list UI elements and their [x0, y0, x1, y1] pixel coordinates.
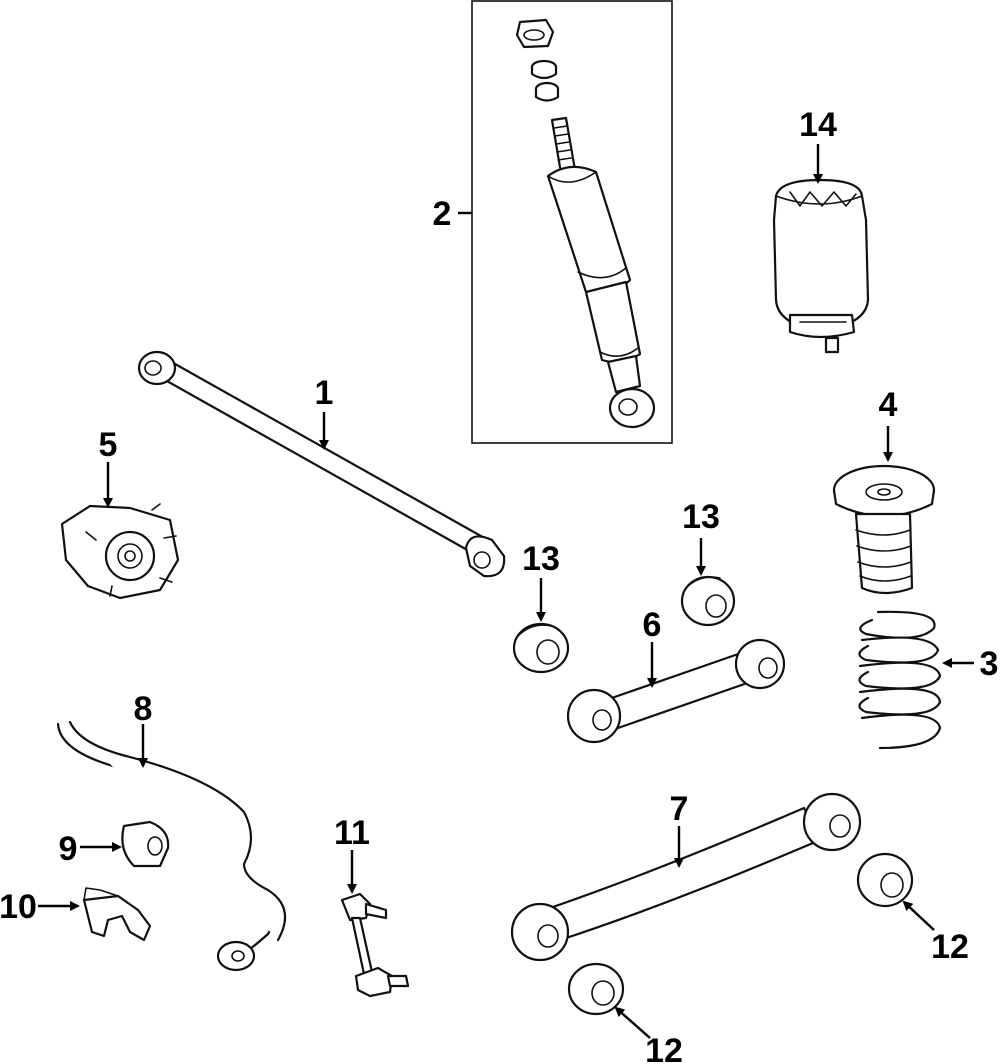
- callout-labels: 1 2 3 4 5 6 7 8 9 10 11 12 12 13 13 14: [0, 106, 998, 1064]
- upper-control-arm-part: [566, 638, 786, 744]
- callout-5: 5: [99, 426, 118, 464]
- callout-13: 13: [522, 540, 560, 578]
- stabilizer-bushing-part: [121, 820, 170, 868]
- callout-6: 6: [643, 606, 662, 644]
- spring-seat-bump-stop-part: [832, 464, 936, 595]
- air-spring-part: [772, 178, 870, 354]
- callout-3: 3: [980, 645, 999, 683]
- lower-control-arm-part: [510, 792, 862, 962]
- callout-4: 4: [879, 386, 898, 424]
- callout-2: 2: [433, 195, 452, 233]
- callout-8: 8: [134, 690, 153, 728]
- stabilizer-link-part: [340, 892, 410, 998]
- bushing-part: [856, 852, 914, 908]
- wheel-hub-part: [60, 503, 180, 600]
- leader-arrows: [38, 144, 974, 1039]
- callout-11: 11: [334, 814, 370, 852]
- bushing-part: [567, 962, 625, 1016]
- bushing-part: [512, 622, 570, 674]
- callout-12: 12: [931, 928, 969, 966]
- leader-arrow: [902, 900, 935, 931]
- callout-12: 12: [645, 1032, 683, 1064]
- callout-13: 13: [682, 498, 720, 536]
- callout-14: 14: [799, 106, 837, 144]
- shock-absorber-group-box: [471, 0, 673, 444]
- coil-spring-part: [858, 610, 942, 750]
- leader-arrow: [614, 1006, 651, 1039]
- stabilizer-bracket-part: [82, 887, 152, 942]
- shock-absorber-part: [471, 0, 673, 444]
- callout-9: 9: [59, 830, 78, 868]
- lateral-rod-part: [137, 350, 506, 578]
- bushing-part: [680, 575, 736, 627]
- callout-10: 10: [0, 888, 37, 926]
- callout-7: 7: [670, 790, 689, 828]
- callout-1: 1: [315, 374, 334, 412]
